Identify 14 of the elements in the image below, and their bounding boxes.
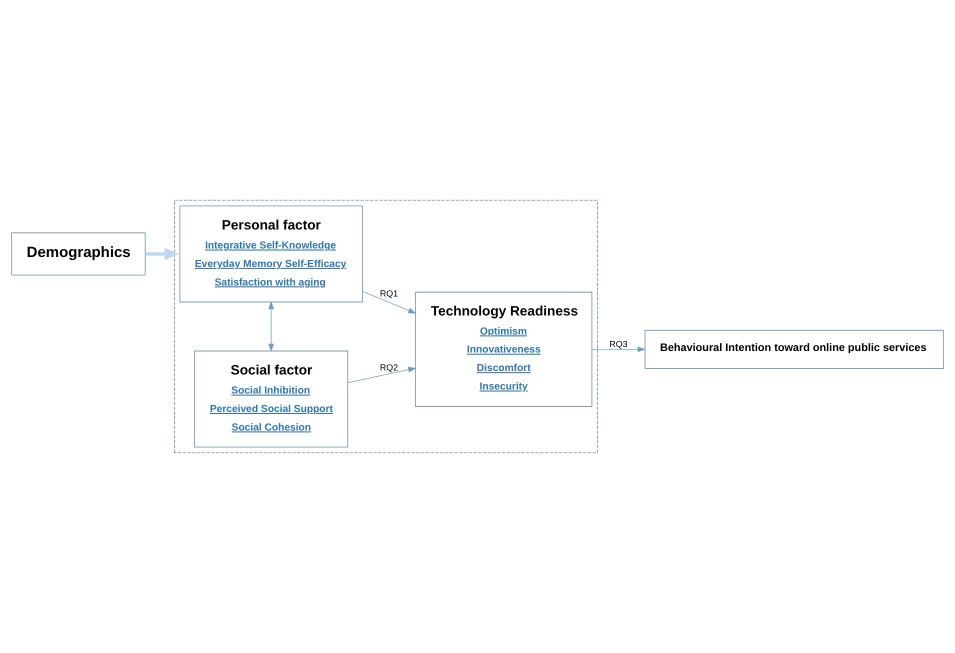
node-box: Behavioural Intention toward online public services [644,330,944,369]
edge-label: RQ3 [609,338,628,349]
arrow [145,248,179,260]
edge-label: RQ1 [380,288,398,298]
arrow [592,346,646,352]
arrow [268,301,274,352]
node-box: Technology Readiness Optimism Innovativeness Discomfort Insecurity [415,292,592,407]
node-box: Social factor Social Inhibition Perceived Social Support Social Cohesion [194,350,348,448]
node-box: Personal factor Integrative Self-Knowledge Everyday Memory Self-Efficacy Satisfaction with aging [180,206,363,302]
edge-label: RQ2 [380,362,398,373]
arrow [362,291,416,314]
arrow [348,366,416,384]
node-box: Demographics [11,232,146,276]
cluster [174,200,598,454]
